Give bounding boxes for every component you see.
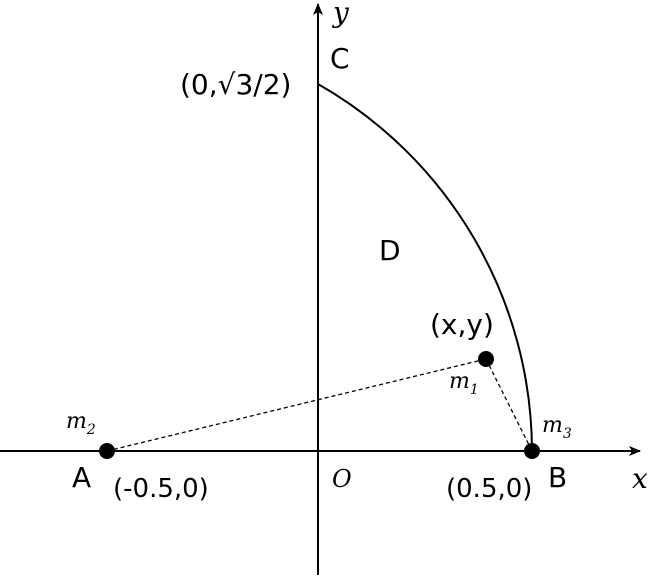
origin-label: O: [332, 465, 352, 493]
region-boundary-arc: [317, 83, 533, 452]
point-a-coord: (-0.5,0): [113, 474, 209, 504]
point-b-dot: [524, 443, 540, 459]
point-a-dot: [99, 443, 115, 459]
dashed-line-p-b: [485, 358, 533, 452]
point-c-label: C: [330, 42, 350, 75]
point-p-mass: m1: [449, 369, 479, 398]
dashed-line-a-p: [106, 358, 487, 452]
point-a-mass-symbol: m: [66, 409, 87, 434]
point-a-mass: m2: [66, 409, 96, 438]
point-b-mass-symbol: m: [542, 413, 563, 438]
point-b-label: B: [548, 461, 567, 494]
point-p-mass-symbol: m: [449, 369, 470, 394]
point-p-mass-subscript: 1: [470, 382, 479, 398]
point-b-mass: m3: [542, 413, 572, 442]
point-a-label: A: [72, 461, 91, 494]
point-a-mass-subscript: 2: [86, 422, 96, 438]
x-axis-label: x: [632, 462, 648, 495]
point-b-coord: (0.5,0): [446, 474, 532, 504]
point-p-dot: [478, 351, 494, 367]
point-c-coord: (0,√3/2): [180, 68, 291, 101]
point-p-coord: (x,y): [430, 308, 494, 341]
region-label: D: [379, 234, 401, 267]
y-axis-label: y: [331, 0, 350, 29]
point-b-mass-subscript: 3: [563, 426, 572, 442]
